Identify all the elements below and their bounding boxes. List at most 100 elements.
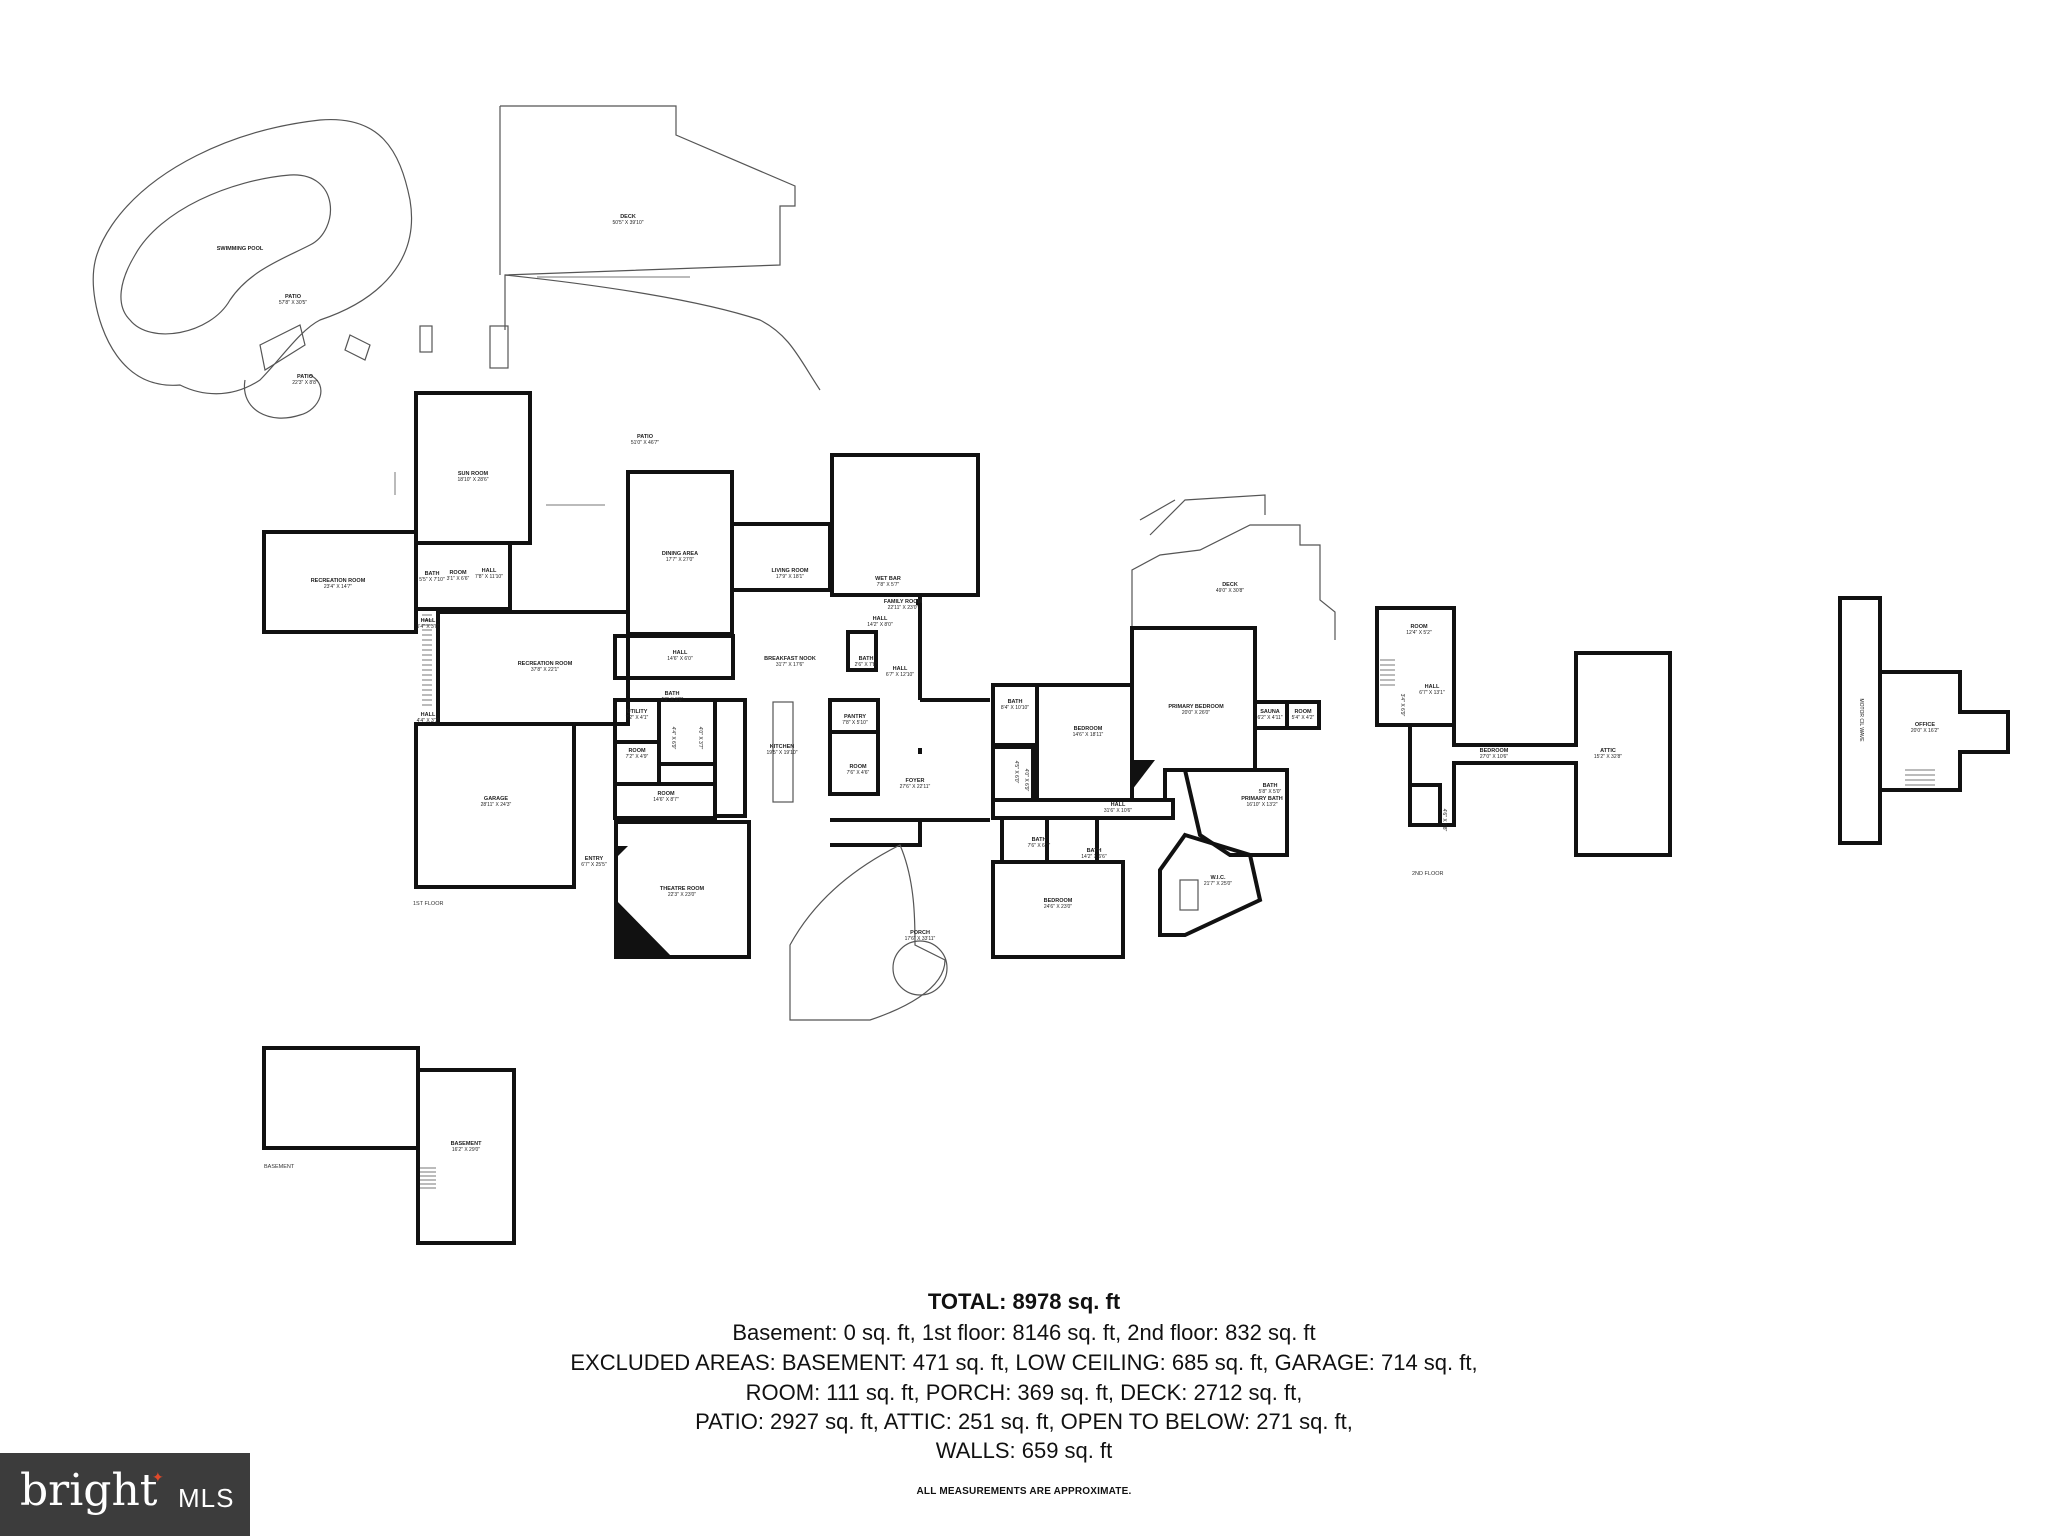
summary-total: TOTAL: 8978 sq. ft [927, 1289, 1121, 1314]
room-dimensions-label: 4'8" X 3'6" [661, 697, 684, 703]
room-name-label: ROOM [628, 748, 646, 754]
small-closet-label: 4'0" X 6'9" [1023, 769, 1029, 792]
room-name-label: PORCH [910, 930, 930, 936]
brand-accent-icon: ✦ [152, 1469, 164, 1485]
room-dimensions-label: 5'4" X 3'0" [417, 624, 440, 630]
room-name-label: BASEMENT [451, 1141, 483, 1147]
room-name-label: BATH [1263, 783, 1278, 789]
room-name-label: W.I.C. [1211, 875, 1226, 881]
room-name-label: BATH [665, 691, 680, 697]
room-dimensions-label: 7'6" X 6'7" [1028, 843, 1051, 849]
room-dimensions-label: 16'2" X 29'0" [452, 1147, 480, 1153]
room-dimensions-label: 7'8" X 5'10" [842, 720, 868, 726]
room-name-label: SAUNA [1260, 709, 1280, 715]
room-dimensions-label: 31'7" X 17'6" [776, 662, 804, 668]
room-name-label: BATH [1087, 848, 1102, 854]
floor-label-basement: BASEMENT [264, 1164, 295, 1170]
room-name-label: BATH [859, 656, 874, 662]
summary-line: ROOM: 111 sq. ft, PORCH: 369 sq. ft, DEC… [745, 1380, 1303, 1405]
room-dimensions-label: 31'6" X 10'6" [1104, 808, 1132, 814]
room-dimensions-label: 6'2" X 4'11" [1257, 715, 1282, 721]
east-wing-walls [991, 494, 1336, 959]
room-dimensions-label: 14'6" X 18'11" [1073, 732, 1104, 738]
room-name-label: HALL [1425, 684, 1440, 690]
summary-line: EXCLUDED AREAS: BASEMENT: 471 sq. ft, LO… [570, 1350, 1478, 1375]
pool-area [92, 118, 509, 419]
room-dimensions-label: 22'3" X 23'0" [668, 892, 696, 898]
room-dimensions-label: 28'11" X 24'3" [481, 802, 512, 808]
room-dimensions-label: 14'6" X 8'7" [653, 797, 679, 803]
room-name-label: HALL [1111, 802, 1126, 808]
room-dimensions-label: 7'2" X 4'9" [626, 754, 649, 760]
room-name-label: FOYER [906, 778, 925, 784]
basement-walls [262, 1046, 516, 1245]
brand-suffix: MLS [178, 1483, 235, 1513]
room-name-label: ROOM [1410, 624, 1428, 630]
room-name-label: HALL [873, 616, 888, 622]
room-name-label: PRIMARY BATH [1241, 796, 1282, 802]
small-closet-label: 3'4" X 6'9" [1399, 694, 1405, 717]
room-name-label: DECK [620, 214, 636, 220]
summary-line: PATIO: 2927 sq. ft, ATTIC: 251 sq. ft, O… [695, 1409, 1353, 1434]
room-dimensions-label: 12'4" X 5'2" [1406, 630, 1432, 636]
room-dimensions-label: 22'11" X 23'0" [888, 605, 919, 611]
room-name-label: OFFICE [1915, 722, 1935, 728]
room-name-label: ROOM [449, 570, 467, 576]
room-name-label: BATH [1032, 837, 1047, 843]
room-dimensions-label: 37'8" X 22'1" [531, 667, 559, 673]
room-dimensions-label: 6'7" X 25'5" [581, 862, 607, 868]
floor-label-first: 1ST FLOOR [413, 901, 443, 907]
room-name-label: ROOM [1294, 709, 1312, 715]
room-name-label: RECREATION ROOM [311, 578, 366, 584]
room-name-label: ROOM [849, 764, 867, 770]
room-dimensions-label: 14'2" X 8'0" [867, 622, 893, 628]
room-name-label: ROOM [657, 791, 675, 797]
room-dimensions-label: 14'6" X 6'0" [667, 656, 693, 662]
room-name-label: SWIMMING POOL [217, 246, 264, 252]
room-dimensions-label: 16'10" X 13'2" [1246, 802, 1277, 808]
room-dimensions-label: 57'8" X 30'5" [279, 300, 307, 306]
upper-deck [499, 105, 821, 391]
room-dimensions-label: 7'2" X 4'1" [626, 715, 649, 721]
room-dimensions-label: 7'8" X 11'10" [475, 574, 503, 580]
room-name-label: HALL [421, 712, 436, 718]
room-dimensions-label: 22'3" X 8'8" [292, 380, 318, 386]
room-name-label: HALL [673, 650, 688, 656]
room-dimensions-label: 6'7" X 12'10" [886, 672, 914, 678]
floor-label-second: 2ND FLOOR [1412, 871, 1444, 877]
room-name-label: KITCHEN [770, 744, 794, 750]
room-name-label: ATTIC [1600, 748, 1616, 754]
measurement-note: ALL MEASUREMENTS ARE APPROXIMATE. [916, 1486, 1132, 1497]
room-name-label: BEDROOM [1074, 726, 1103, 732]
room-dimensions-label: 5'5" X 7'10" [419, 577, 445, 583]
room-dimensions-label: 6'7" X 13'1" [1419, 690, 1445, 696]
second-floor-walls [1375, 596, 2010, 857]
room-dimensions-label: 23'4" X 14'7" [324, 584, 352, 590]
room-name-label: PANTRY [844, 714, 866, 720]
room-dimensions-label: 4'4" X 3'1" [417, 718, 440, 724]
small-closet-label: 4'6" X 6'8" [1441, 809, 1447, 832]
room-name-label: ENTRY [585, 856, 604, 862]
room-name-label: HALL [421, 618, 436, 624]
room-dimensions-label: 17'9" X 18'1" [776, 574, 804, 580]
room-dimensions-label: 14'2" X 6'6" [1081, 854, 1107, 860]
brand-word: bright [20, 1465, 158, 1516]
room-dimensions-label: 7'8" X 5'7" [877, 582, 900, 588]
room-name-label: BEDROOM [1044, 898, 1073, 904]
room-name-label: BREAKFAST NOOK [764, 656, 816, 662]
room-name-label: BATH [425, 571, 440, 577]
room-dimensions-label: 19'5" X 19'10" [766, 750, 797, 756]
room-dimensions-label: 50'5" X 39'10" [612, 220, 643, 226]
small-closet-label: 4'5" X 6'0" [1013, 761, 1019, 784]
room-dimensions-label: 18'10" X 28'6" [457, 477, 488, 483]
room-dimensions-label: 20'0" X 16'2" [1911, 728, 1939, 734]
room-dimensions-label: 2'6" X 7'8" [855, 662, 878, 668]
room-name-label: PATIO [297, 374, 314, 380]
west-wing-walls [262, 391, 751, 959]
room-name-label: RECREATION ROOM [518, 661, 573, 667]
room-name-label: THEATRE ROOM [660, 886, 705, 892]
room-dimensions-label: 15'2" X 32'8" [1594, 754, 1622, 760]
small-closet-label: MOTOR CIL WAVE [1858, 698, 1864, 742]
small-closet-label: 4'0" X 3'7" [697, 727, 703, 750]
